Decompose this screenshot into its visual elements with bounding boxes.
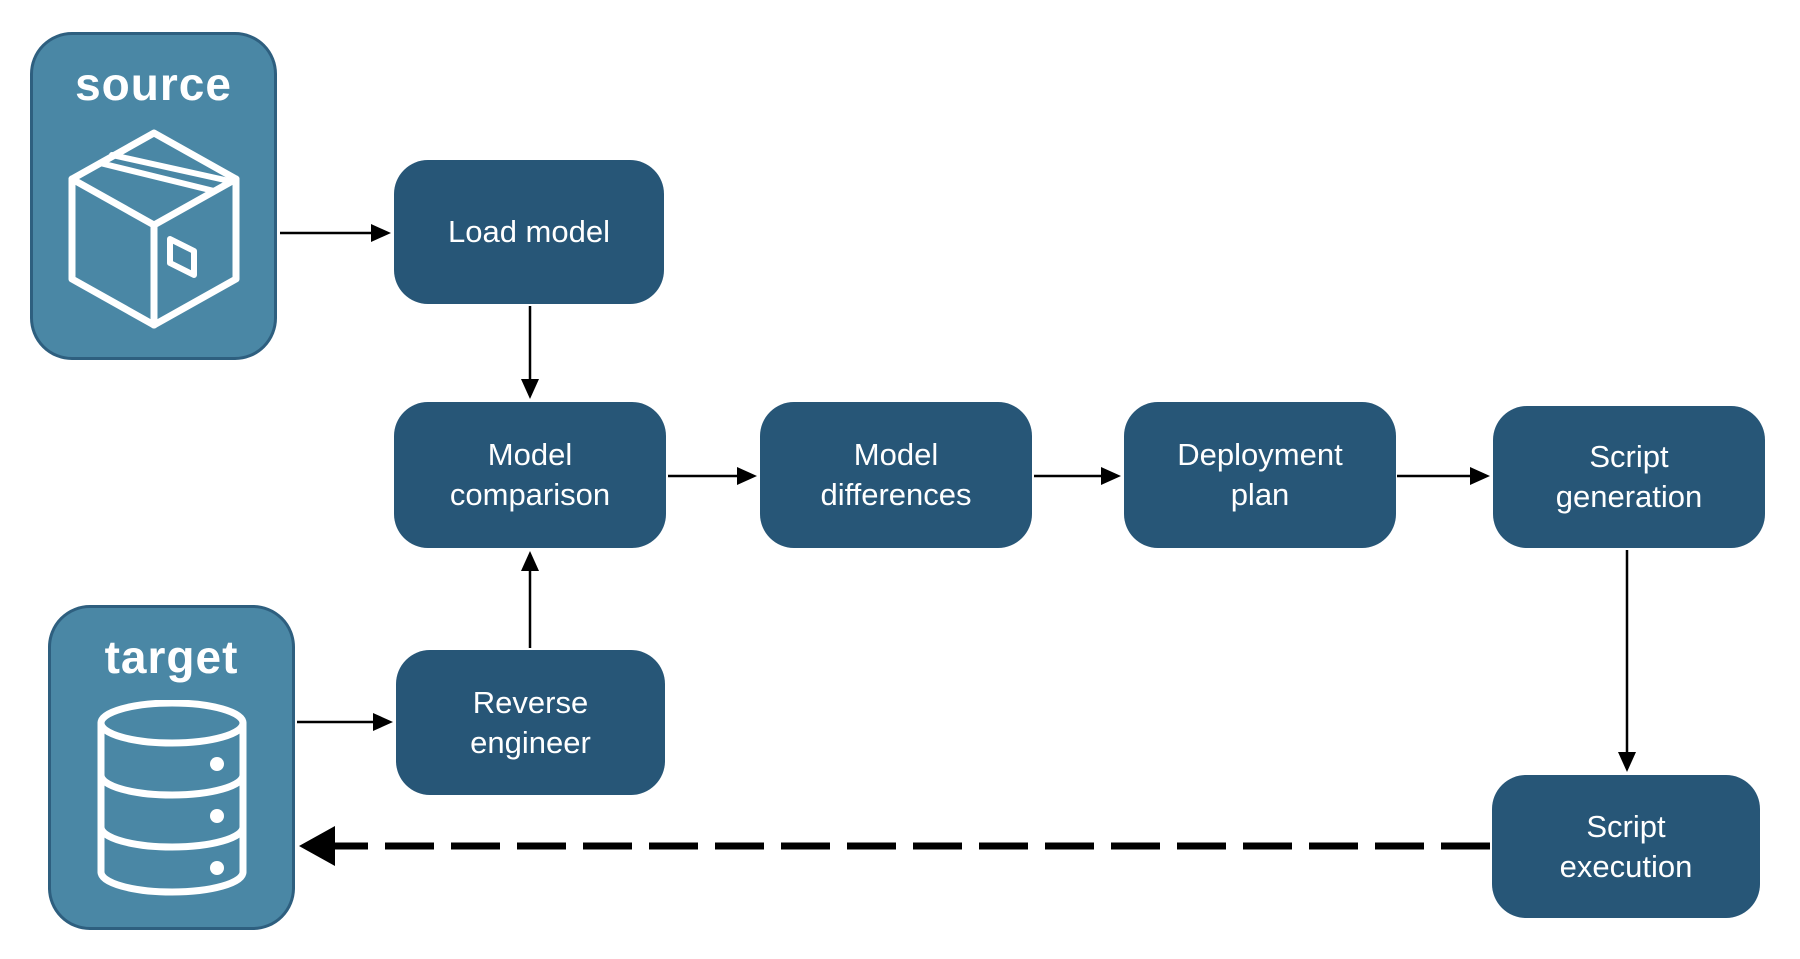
step-script-generation: Script generation xyxy=(1493,406,1765,548)
step-reverse-engineer: Reverse engineer xyxy=(396,650,665,795)
endpoint-source-label: source xyxy=(75,58,232,110)
step-model-differences: Model differences xyxy=(760,402,1032,548)
step-load-model: Load model xyxy=(394,160,664,304)
step-model-comparison: Model comparison xyxy=(394,402,666,548)
endpoint-target-label: target xyxy=(104,631,239,683)
endpoint-target: target xyxy=(48,605,295,930)
endpoint-source: source xyxy=(30,32,277,360)
step-script-execution: Script execution xyxy=(1492,775,1760,918)
database-icon xyxy=(97,700,246,896)
step-deployment-plan: Deployment plan xyxy=(1124,402,1396,548)
package-icon xyxy=(68,129,239,329)
